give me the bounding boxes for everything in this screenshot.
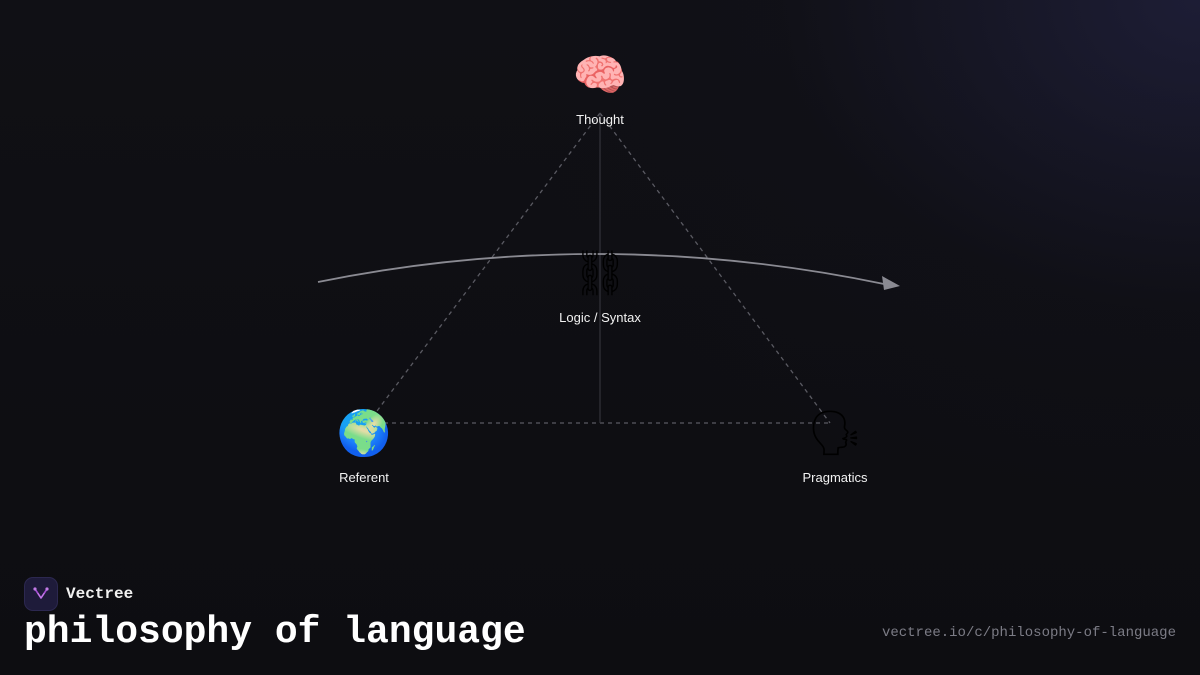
page-url[interactable]: vectree.io/c/philosophy-of-language <box>881 625 1176 641</box>
node-pragmatics: 🗣 Pragmatics <box>755 406 915 486</box>
speaking-head-icon: 🗣 <box>807 408 863 459</box>
vectree-logo-icon <box>24 577 58 611</box>
flow-arc <box>317 253 885 285</box>
brand[interactable]: Vectree <box>24 577 133 611</box>
brand-name: Vectree <box>66 585 134 603</box>
node-referent: 🌍 Referent <box>284 406 444 486</box>
brain-icon: 🧠 <box>572 50 628 101</box>
chain-icon: ⛓ <box>572 248 628 299</box>
triangle-edges <box>367 112 831 424</box>
edge-thought-pragmatics <box>599 112 831 424</box>
node-logic-syntax-label: Logic / Syntax <box>559 310 641 325</box>
edge-thought-referent <box>367 112 601 424</box>
flow-arrowhead-icon <box>882 276 900 290</box>
globe-icon: 🌍 <box>336 408 392 459</box>
node-referent-label: Referent <box>339 470 389 485</box>
page-title: philosophy of language <box>24 611 526 654</box>
node-thought-label: Thought <box>576 112 624 127</box>
node-pragmatics-label: Pragmatics <box>802 470 868 485</box>
node-logic-syntax: ⛓ Logic / Syntax <box>520 246 680 326</box>
node-thought: 🧠 Thought <box>520 48 680 128</box>
